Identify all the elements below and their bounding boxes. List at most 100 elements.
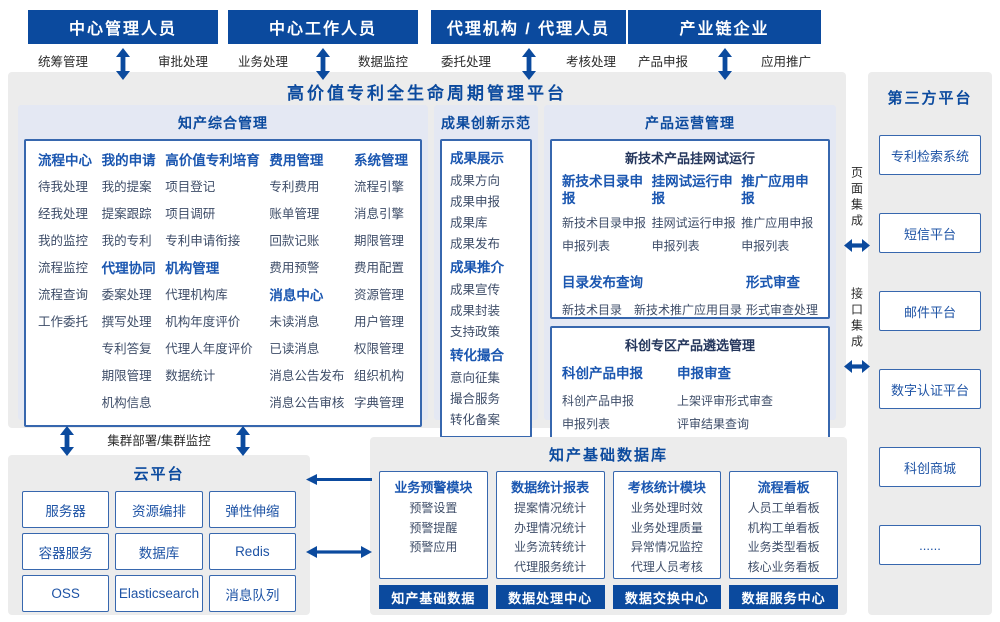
third-party-system-box: 短信平台 xyxy=(879,213,981,253)
menu-item: 预警设置 xyxy=(409,501,458,515)
section-product-operation: 产品运营管理 新技术产品挂网试运行 新技术目录申报 新技术目录申报申报列表 挂网… xyxy=(544,105,836,442)
cluster-label: 集群部署/集群监控 xyxy=(107,434,211,448)
actor-sub-left: 产品申报 xyxy=(638,55,689,69)
menu-item: 用户管理 xyxy=(353,315,404,329)
menu-item: 撰写处理 xyxy=(101,315,152,329)
menu-item: 成果库 xyxy=(450,216,488,230)
cloud-service-box: 资源编排 xyxy=(115,491,203,528)
third-party-title: 第三方平台 xyxy=(887,90,973,107)
menu-item: 经我处理 xyxy=(38,207,89,221)
cloud-service-box: 数据库 xyxy=(115,533,203,570)
actor-title: 中心工作人员 xyxy=(228,10,418,44)
menu-item: 我的监控 xyxy=(38,234,89,248)
menu-item: 办理情况统计 xyxy=(514,520,587,535)
menu-item: 申报列表 xyxy=(562,417,611,431)
menu-item: 推广应用申报 xyxy=(741,216,814,230)
menu-item: 权限管理 xyxy=(353,342,404,356)
group-promo-apply: 推广应用申报 推广应用申报申报列表 xyxy=(741,170,818,258)
group-new-tech-catalog: 新技术目录申报 新技术目录申报申报列表 xyxy=(562,170,652,258)
module-header: 业务预警模块 xyxy=(394,480,473,495)
achievement-menu-box: 成果展示 成果方向成果申报成果库成果发布 成果推介 成果宣传成果封装支持政策 转… xyxy=(440,139,532,438)
group-header: 系统管理 xyxy=(353,153,408,168)
group-sci-product-apply: 科创产品申报 科创产品申报申报列表 xyxy=(562,357,643,436)
actor-title: 代理机构 / 代理人员 xyxy=(431,10,626,44)
ip-column-system: 系统管理 流程引擎消息引擎期限管理费用配置资源管理用户管理权限管理组织机构字典管… xyxy=(354,147,408,417)
horizontal-double-arrow-icon xyxy=(306,546,372,558)
group-header: 代理协同 xyxy=(101,261,156,276)
api-integration-link: 接口集成 xyxy=(844,287,870,373)
menu-item: 成果方向 xyxy=(450,174,501,188)
menu-item: 专利答复 xyxy=(101,342,152,356)
vertical-double-arrow-icon xyxy=(60,426,74,456)
menu-item: 挂网试运行申报 xyxy=(651,216,736,230)
cloud-service-box: Redis xyxy=(208,533,296,570)
menu-item: 提案跟踪 xyxy=(101,207,152,221)
ip-database-panel: 知产基础数据库 业务预警模块 预警设置预警提醒预警应用 数据统计报表 提案情况统… xyxy=(370,437,847,615)
menu-item: 流程监控 xyxy=(38,261,89,275)
menu-item: 业务类型看板 xyxy=(747,540,820,554)
group-header: 推广应用申报 xyxy=(741,174,809,206)
horizontal-double-arrow-icon xyxy=(844,360,870,373)
menu-item: 预警提醒 xyxy=(409,520,458,535)
group-header: 机构管理 xyxy=(165,261,220,276)
menu-item: 申报列表 xyxy=(651,239,700,253)
vertical-double-arrow-icon xyxy=(116,48,130,80)
menu-item: 上架评审形式审查 xyxy=(677,394,774,408)
menu-item: 我的提案 xyxy=(101,180,152,194)
data-center-bar: 知产基础数据 xyxy=(379,585,488,609)
section-title: 知产综合管理 xyxy=(178,115,268,131)
menu-item: 机构工单看板 xyxy=(747,520,820,535)
cloud-service-box: 容器服务 xyxy=(22,533,110,570)
menu-item: 业务流转统计 xyxy=(514,540,587,554)
section-achievement: 成果创新示范 成果展示 成果方向成果申报成果库成果发布 成果推介 成果宣传成果封… xyxy=(434,105,538,438)
third-party-system-box: 科创商城 xyxy=(879,447,981,487)
actor-sub-left: 统筹管理 xyxy=(38,55,89,69)
menu-item: 人员工单看板 xyxy=(747,501,820,515)
menu-item: 消息引擎 xyxy=(353,207,404,221)
actor-sub-left: 委托处理 xyxy=(441,55,492,69)
menu-item: 核心业务看板 xyxy=(747,559,820,574)
group-header: 申报审查 xyxy=(677,366,731,381)
group-header: 费用管理 xyxy=(269,153,324,168)
group-header: 流程中心 xyxy=(38,153,92,168)
menu-item: 新技术目录 新技术推广应用目录 xyxy=(562,303,743,317)
menu-item: 费用配置 xyxy=(353,261,404,275)
sci-innovation-box: 科创专区产品遴选管理 科创产品申报 科创产品申报申报列表 申报审查 上架评审形式… xyxy=(550,326,830,442)
menu-item: 回款记账 xyxy=(269,234,320,248)
menu-item: 代理服务统计 xyxy=(514,559,587,574)
menu-item: 期限管理 xyxy=(101,369,152,383)
cloud-service-box: Elasticsearch xyxy=(115,575,203,612)
third-party-system-box: 邮件平台 xyxy=(879,291,981,331)
database-title: 知产基础数据库 xyxy=(548,447,668,464)
group-header: 消息中心 xyxy=(269,288,324,303)
actor-center-staff: 中心工作人员 业务处理 数据监控 xyxy=(228,10,418,80)
module-header: 流程看板 xyxy=(757,480,810,495)
menu-item: 流程引擎 xyxy=(353,180,404,194)
platform-panel: 高价值专利全生命周期管理平台 知产综合管理 流程中心 待我处理经我处理我的监控流… xyxy=(8,72,846,442)
page-integration-link: 页面集成 xyxy=(844,166,870,252)
menu-item: 项目调研 xyxy=(165,207,216,221)
section-title: 成果创新示范 xyxy=(441,115,531,131)
vertical-double-arrow-icon xyxy=(316,48,330,80)
cloud-title: 云平台 xyxy=(133,466,185,483)
vertical-double-arrow-icon xyxy=(521,48,536,80)
menu-item: 新技术目录申报 xyxy=(562,216,647,230)
group-header: 成果展示 xyxy=(450,151,504,166)
menu-item: 代理人员考核 xyxy=(630,559,703,574)
menu-item: 专利费用 xyxy=(269,180,320,194)
menu-item: 申报列表 xyxy=(741,239,790,253)
cloud-service-box: 弹性伸缩 xyxy=(208,491,296,528)
menu-item: 提案情况统计 xyxy=(514,501,587,515)
menu-item: 资源管理 xyxy=(353,288,404,302)
data-center-bar: 数据交换中心 xyxy=(612,585,722,609)
cloud-service-box: 消息队列 xyxy=(208,575,296,612)
data-center-bar: 数据处理中心 xyxy=(495,585,605,609)
trial-run-box: 新技术产品挂网试运行 新技术目录申报 新技术目录申报申报列表 挂网试运行申报 挂… xyxy=(550,139,830,340)
vertical-double-arrow-icon xyxy=(236,426,250,456)
cloud-service-box: OSS xyxy=(22,575,110,612)
box-title: 新技术产品挂网试运行 xyxy=(624,151,755,166)
actor-sub-left: 业务处理 xyxy=(238,55,289,69)
section-ip-management: 知产综合管理 流程中心 待我处理经我处理我的监控流程监控流程查询工作委托 我的申… xyxy=(18,105,428,427)
ip-column-my-apply: 我的申请 我的提案提案跟踪我的专利 代理协同 委案处理撰写处理专利答复期限管理机… xyxy=(102,147,156,417)
